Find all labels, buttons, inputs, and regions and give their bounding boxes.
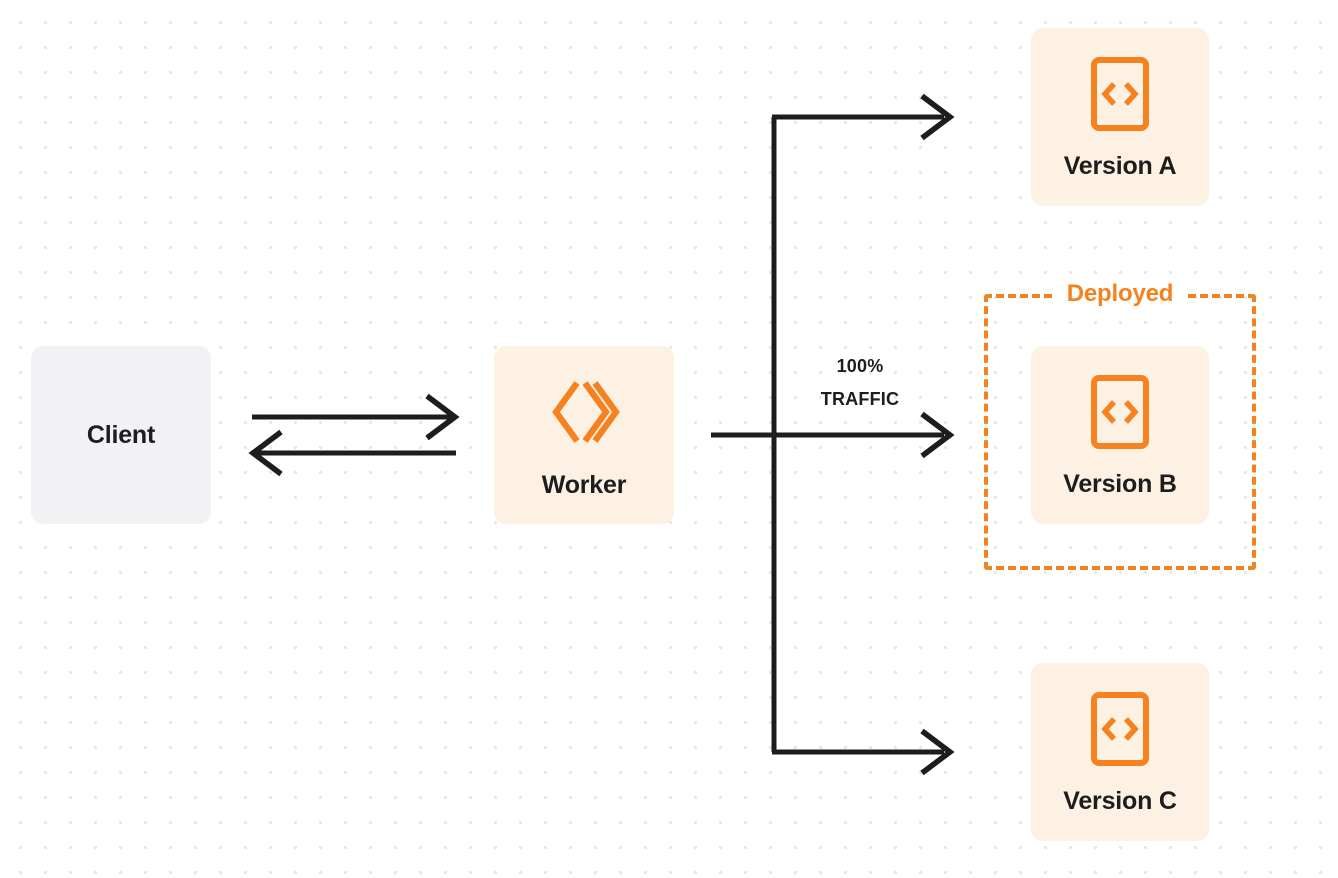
node-version-b-label: Version B [1063,469,1177,498]
node-version-c[interactable]: Version C [1031,663,1209,841]
node-worker[interactable]: Worker [494,346,674,524]
code-file-icon [1090,691,1150,767]
code-file-icon [1090,374,1150,450]
edge-client-to-worker [252,393,460,441]
deployed-group-label: Deployed [1054,280,1186,309]
edge-worker-to-version-a [772,93,955,141]
node-worker-label: Worker [541,470,627,499]
node-client[interactable]: Client [31,346,211,524]
node-version-b[interactable]: Version B [1031,346,1209,524]
node-version-a-label: Version A [1063,151,1177,180]
edge-worker-to-version-c [772,728,955,776]
node-version-a[interactable]: Version A [1031,28,1209,206]
code-file-icon [1090,56,1150,132]
traffic-percent: 100% [836,356,884,376]
workers-logo-icon [545,373,623,451]
edge-worker-to-client [248,429,456,477]
node-version-c-label: Version C [1063,786,1177,815]
node-client-label: Client [86,420,156,449]
traffic-caption: TRAFFIC [820,389,900,410]
edge-worker-to-version-b [711,411,955,459]
deployed-group-frame: Deployed [984,280,1256,570]
traffic-label: 100% TRAFFIC [790,350,930,417]
